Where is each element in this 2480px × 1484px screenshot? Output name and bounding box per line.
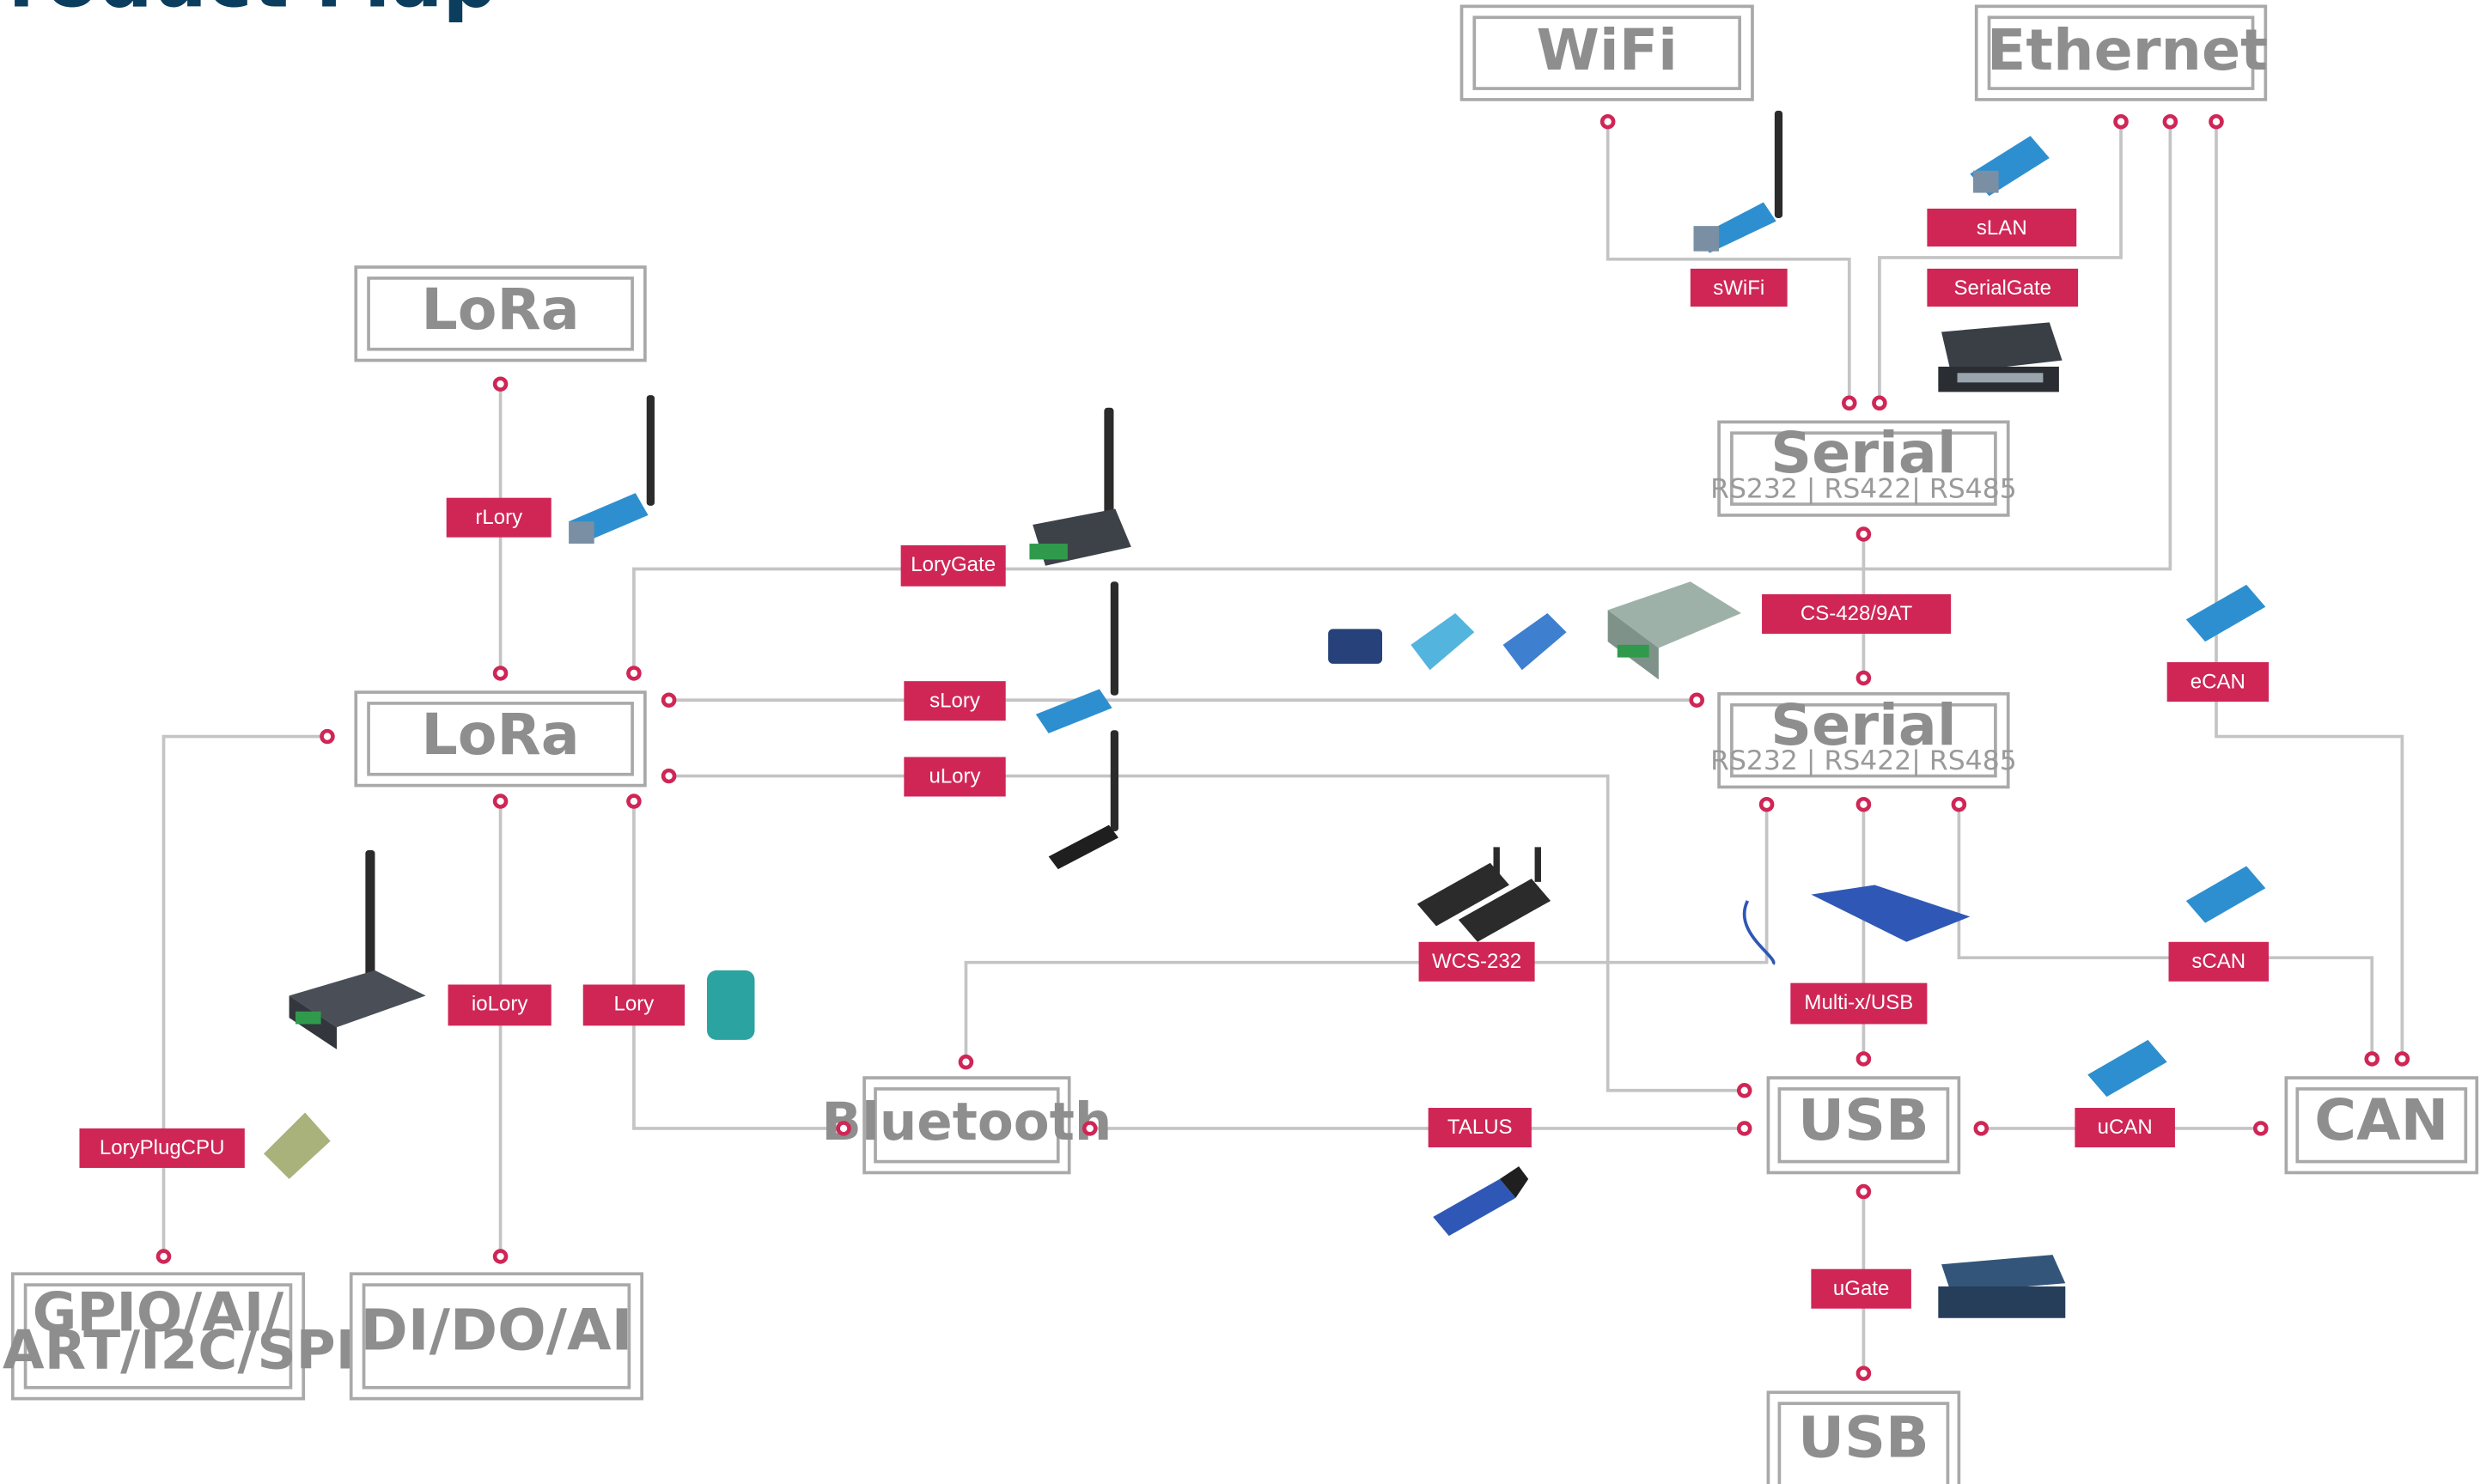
- box-wifi-label: WiFi: [1536, 16, 1678, 83]
- slory-dongle-image: [1035, 581, 1119, 733]
- ugate-box-image: [1938, 1255, 2066, 1318]
- connector-lines: [161, 121, 2404, 1374]
- box-serial-top-label: Serial: [1770, 419, 1956, 486]
- box-usb-bottom: USB: [1766, 1390, 1961, 1484]
- tag-slory-label: sLory: [929, 689, 980, 712]
- tag-lory-label: Lory: [614, 993, 655, 1016]
- lorygate-router-image: [1029, 407, 1131, 566]
- box-lora-top-label: LoRa: [421, 276, 579, 343]
- ecan-adapter-image: [2185, 584, 2266, 642]
- box-serial-mid: Serial RS232 | RS422| RS485: [1710, 691, 2017, 789]
- box-wifi: WiFi: [1459, 4, 1754, 101]
- box-can: CAN: [2284, 1076, 2479, 1175]
- box-lora-main-label: LoRa: [421, 701, 579, 768]
- cs428-box-image: [1607, 581, 1742, 680]
- tag-multix-label: Multi-x/USB: [1804, 991, 1913, 1014]
- tag-swifi-label: sWiFi: [1713, 277, 1764, 300]
- loryplug-chip-image: [264, 1112, 331, 1179]
- tag-iolory[interactable]: ioLory: [448, 984, 551, 1026]
- tag-rlory[interactable]: rLory: [446, 497, 551, 538]
- box-lora-top: LoRa: [354, 265, 647, 362]
- connector-nodes: [155, 113, 2410, 1381]
- ulory-usb-stick-image: [1048, 730, 1119, 870]
- tag-lory[interactable]: Lory: [582, 984, 686, 1026]
- tag-cs428-label: CS-428/9AT: [1801, 602, 1913, 625]
- tag-slory[interactable]: sLory: [904, 681, 1006, 721]
- tag-swifi[interactable]: sWiFi: [1690, 268, 1788, 307]
- box-bluetooth: Bluetooth: [821, 1076, 1112, 1175]
- tag-talus-label: TALUS: [1447, 1116, 1513, 1139]
- tag-slan[interactable]: sLAN: [1927, 208, 2077, 247]
- multix-hub-image: [1742, 885, 1971, 965]
- tag-ecan[interactable]: eCAN: [2166, 662, 2270, 702]
- tag-loryplugcpu[interactable]: LoryPlugCPU: [79, 1128, 245, 1168]
- box-ethernet: Ethernet: [1974, 4, 2268, 101]
- tag-talus[interactable]: TALUS: [1428, 1108, 1532, 1148]
- tag-loryplugcpu-label: LoryPlugCPU: [100, 1136, 225, 1159]
- box-serial-top: Serial RS232 | RS422| RS485: [1710, 419, 2017, 517]
- tag-lorygate[interactable]: LoryGate: [900, 544, 1006, 587]
- page-title: Product Map: [0, 0, 497, 24]
- tag-ecan-label: eCAN: [2191, 670, 2245, 693]
- serial-converters-image: [1328, 613, 1567, 671]
- box-dido: DI/DO/AI: [349, 1272, 644, 1401]
- lory-module-image: [707, 970, 755, 1040]
- lan-adapter-image: [1970, 136, 2050, 197]
- box-gpio-label-line1: GPIO/AI/: [33, 1281, 284, 1344]
- tag-rlory-label: rLory: [475, 506, 522, 529]
- tag-serialgate[interactable]: SerialGate: [1927, 268, 2079, 307]
- box-gpio: GPIO/AI/ UART/I2C/SPI: [0, 1272, 356, 1401]
- talus-usb-stick-image: [1433, 1166, 1529, 1237]
- tag-ugate[interactable]: uGate: [1811, 1268, 1911, 1309]
- tag-wcs232-label: WCS-232: [1432, 950, 1521, 973]
- wifi-adapter-image: [1693, 110, 1783, 253]
- tag-multix[interactable]: Multi-x/USB: [1790, 982, 1928, 1025]
- tag-cs428[interactable]: CS-428/9AT: [1762, 593, 1952, 634]
- tag-lorygate-label: LoryGate: [911, 553, 996, 576]
- ucan-adapter-image: [2087, 1039, 2167, 1098]
- box-usb-bottom-label: USB: [1798, 1404, 1929, 1471]
- tag-ucan[interactable]: uCAN: [2075, 1108, 2175, 1148]
- box-serial-mid-label: Serial: [1770, 691, 1956, 758]
- box-lora-main: LoRa: [354, 690, 647, 788]
- iolory-router-image: [289, 850, 426, 1049]
- tag-wcs232[interactable]: WCS-232: [1418, 941, 1535, 982]
- tag-ugate-label: uGate: [1833, 1277, 1889, 1300]
- tag-serialgate-label: SerialGate: [1953, 277, 2051, 300]
- box-serial-top-subtitle: RS232 | RS422| RS485: [1710, 474, 2017, 505]
- box-usb-main: USB: [1766, 1076, 1961, 1175]
- tag-ulory-label: uLory: [929, 765, 980, 788]
- tag-iolory-label: ioLory: [472, 993, 527, 1016]
- box-can-label: CAN: [2314, 1086, 2448, 1153]
- tag-scan[interactable]: sCAN: [2168, 941, 2270, 982]
- box-gpio-label-line2: UART/I2C/SPI: [0, 1319, 356, 1382]
- tag-slan-label: sLAN: [1977, 216, 2027, 240]
- box-serial-mid-subtitle: RS232 | RS422| RS485: [1710, 745, 2017, 776]
- tag-scan-label: sCAN: [2191, 950, 2245, 973]
- scan-adapter-image: [2185, 866, 2266, 923]
- tag-ucan-label: uCAN: [2098, 1116, 2153, 1139]
- box-ethernet-label: Ethernet: [1987, 16, 2268, 83]
- serialgate-switch-image: [1938, 322, 2063, 392]
- box-usb-main-label: USB: [1798, 1086, 1929, 1153]
- box-bluetooth-label: Bluetooth: [821, 1092, 1112, 1153]
- tag-ulory[interactable]: uLory: [904, 757, 1006, 797]
- box-dido-label: DI/DO/AI: [361, 1297, 633, 1364]
- wcs232-adapters-image: [1417, 847, 1551, 942]
- lora-dongle-image: [569, 395, 655, 544]
